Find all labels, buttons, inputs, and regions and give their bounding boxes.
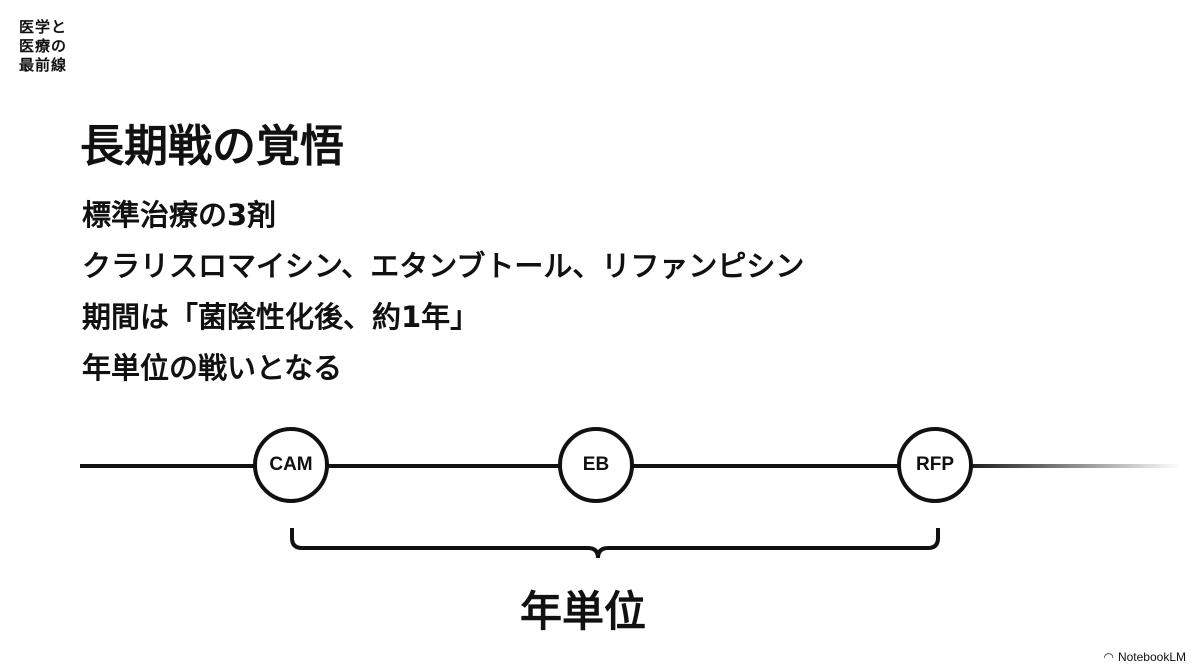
node-cam: CAM <box>253 427 329 503</box>
brace-label: 年単位 <box>520 587 647 636</box>
body-line: 期間は「菌陰性化後、約1年」 <box>82 300 480 334</box>
series-logo: 医学と 医療の 最前線 <box>19 18 67 75</box>
slide-title: 長期戦の覚悟 <box>80 121 344 172</box>
body-line: 年単位の戦いとなる <box>82 351 343 385</box>
brace <box>290 528 940 559</box>
body-line: クラリスロマイシン、エタンブトール、リファンピシン <box>82 249 805 283</box>
logo-line: 医療の <box>19 37 68 55</box>
logo-line: 医学と <box>19 18 68 36</box>
body-line: 標準治療の3剤 <box>82 198 277 232</box>
node-rfp: RFP <box>897 427 973 503</box>
notebooklm-badge: ◠NotebookLM <box>1103 650 1186 664</box>
brand-label: NotebookLM <box>1117 650 1186 664</box>
body-text: 標準治療の3剤 クラリスロマイシン、エタンブトール、リファンピシン 期間は「菌陰… <box>82 190 804 394</box>
logo-line: 最前線 <box>19 56 68 74</box>
notebooklm-icon: ◠ <box>1103 650 1114 664</box>
node-eb: EB <box>558 427 634 503</box>
